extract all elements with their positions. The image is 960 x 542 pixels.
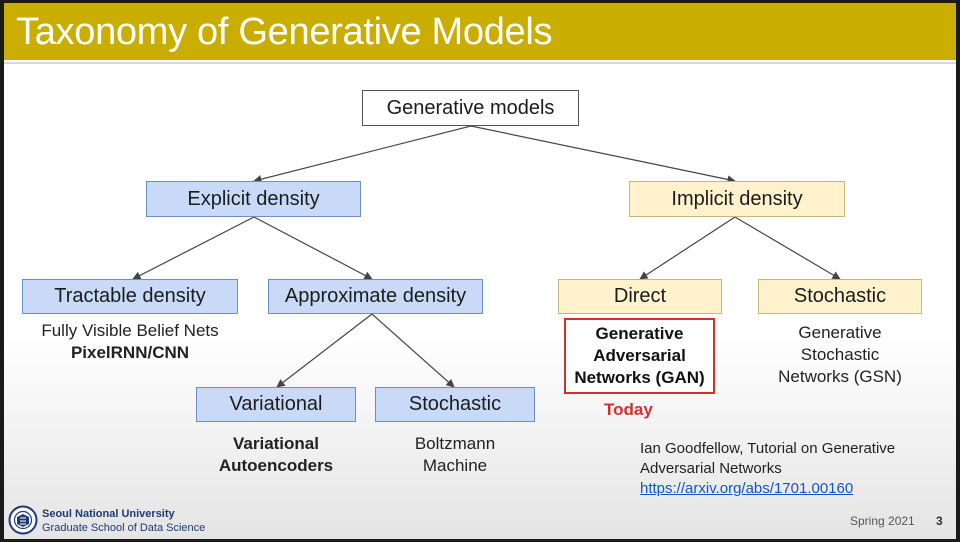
edge-explicit-tractable [132,216,255,280]
node-generative-models: Generative models [362,90,579,126]
node-stochastic-markov: Stochastic [375,387,535,422]
reference-citation: Ian Goodfellow, Tutorial on Generative A… [640,439,895,499]
node-implicit-density: Implicit density [629,181,845,217]
node-direct: Direct [558,279,722,314]
reference-link[interactable]: https://arxiv.org/abs/1701.00160 [640,480,854,497]
caption-gsn-line3: Networks (GSN) [778,367,902,386]
page-number: 3 [936,514,943,528]
reference-line2: Adversarial Networks [640,460,782,477]
caption-vae-line1: Variational [233,434,319,453]
today-label: Today [604,400,653,419]
edge-approximate-variational [276,313,373,388]
caption-gsn: Generative Stochastic Networks (GSN) [758,322,922,388]
node-variational-label: Variational [229,393,323,415]
node-implicit-density-label: Implicit density [671,187,803,210]
gan-line3: Networks (GAN) [574,368,705,387]
node-stochastic-implicit-label: Stochastic [793,285,887,307]
node-stochastic-markov-label: Stochastic [408,393,502,415]
node-approximate-density: Approximate density [268,279,483,314]
node-stochastic-implicit: Stochastic [758,279,922,314]
university-seal-icon [8,505,38,535]
reference-line1: Ian Goodfellow, Tutorial on Generative [640,440,896,457]
gan-highlight-box: Generative Adversarial Networks (GAN) [564,318,715,394]
edge-root-explicit [253,125,472,184]
footer-term: Spring 2021 [850,514,915,528]
edge-implicit-stochastic [734,216,841,280]
caption-tractable: Fully Visible Belief Nets PixelRNN/CNN [10,320,250,364]
edge-implicit-direct [639,216,736,280]
node-variational: Variational [196,387,356,422]
node-direct-label: Direct [613,285,667,307]
node-approximate-density-label: Approximate density [284,285,467,307]
node-generative-models-label: Generative models [386,96,555,119]
node-explicit-density: Explicit density [146,181,361,217]
caption-vae: Variational Autoencoders [196,433,356,477]
caption-gsn-line1: Generative [798,323,882,342]
university-name: Seoul National University [42,508,175,520]
caption-vae-line2: Autoencoders [218,456,334,475]
caption-boltzmann-line1: Boltzmann [414,434,496,453]
footer-university: Seoul National University Graduate Schoo… [42,507,205,535]
node-tractable-density-label: Tractable density [54,285,206,307]
gan-line2: Adversarial [593,346,686,365]
slide: Taxonomy of Generative Models Generative… [4,3,956,539]
school-name: Graduate School of Data Science [42,522,206,534]
caption-fvbn: Fully Visible Belief Nets [41,321,219,340]
title-bar: Taxonomy of Generative Models [4,3,956,60]
node-explicit-density-label: Explicit density [187,187,320,210]
edge-approximate-stochastic [371,313,455,388]
tree-edges [132,125,841,388]
caption-boltzmann: Boltzmann Machine [375,433,535,477]
gan-line1: Generative [595,324,684,343]
caption-pixelrnn: PixelRNN/CNN [70,343,190,362]
edge-explicit-approximate [253,216,373,280]
slide-title: Taxonomy of Generative Models [16,11,553,53]
title-divider [4,62,956,64]
caption-boltzmann-line2: Machine [422,456,488,475]
node-tractable-density: Tractable density [22,279,238,314]
edge-root-implicit [470,125,736,184]
caption-gsn-line2: Stochastic [800,345,880,364]
